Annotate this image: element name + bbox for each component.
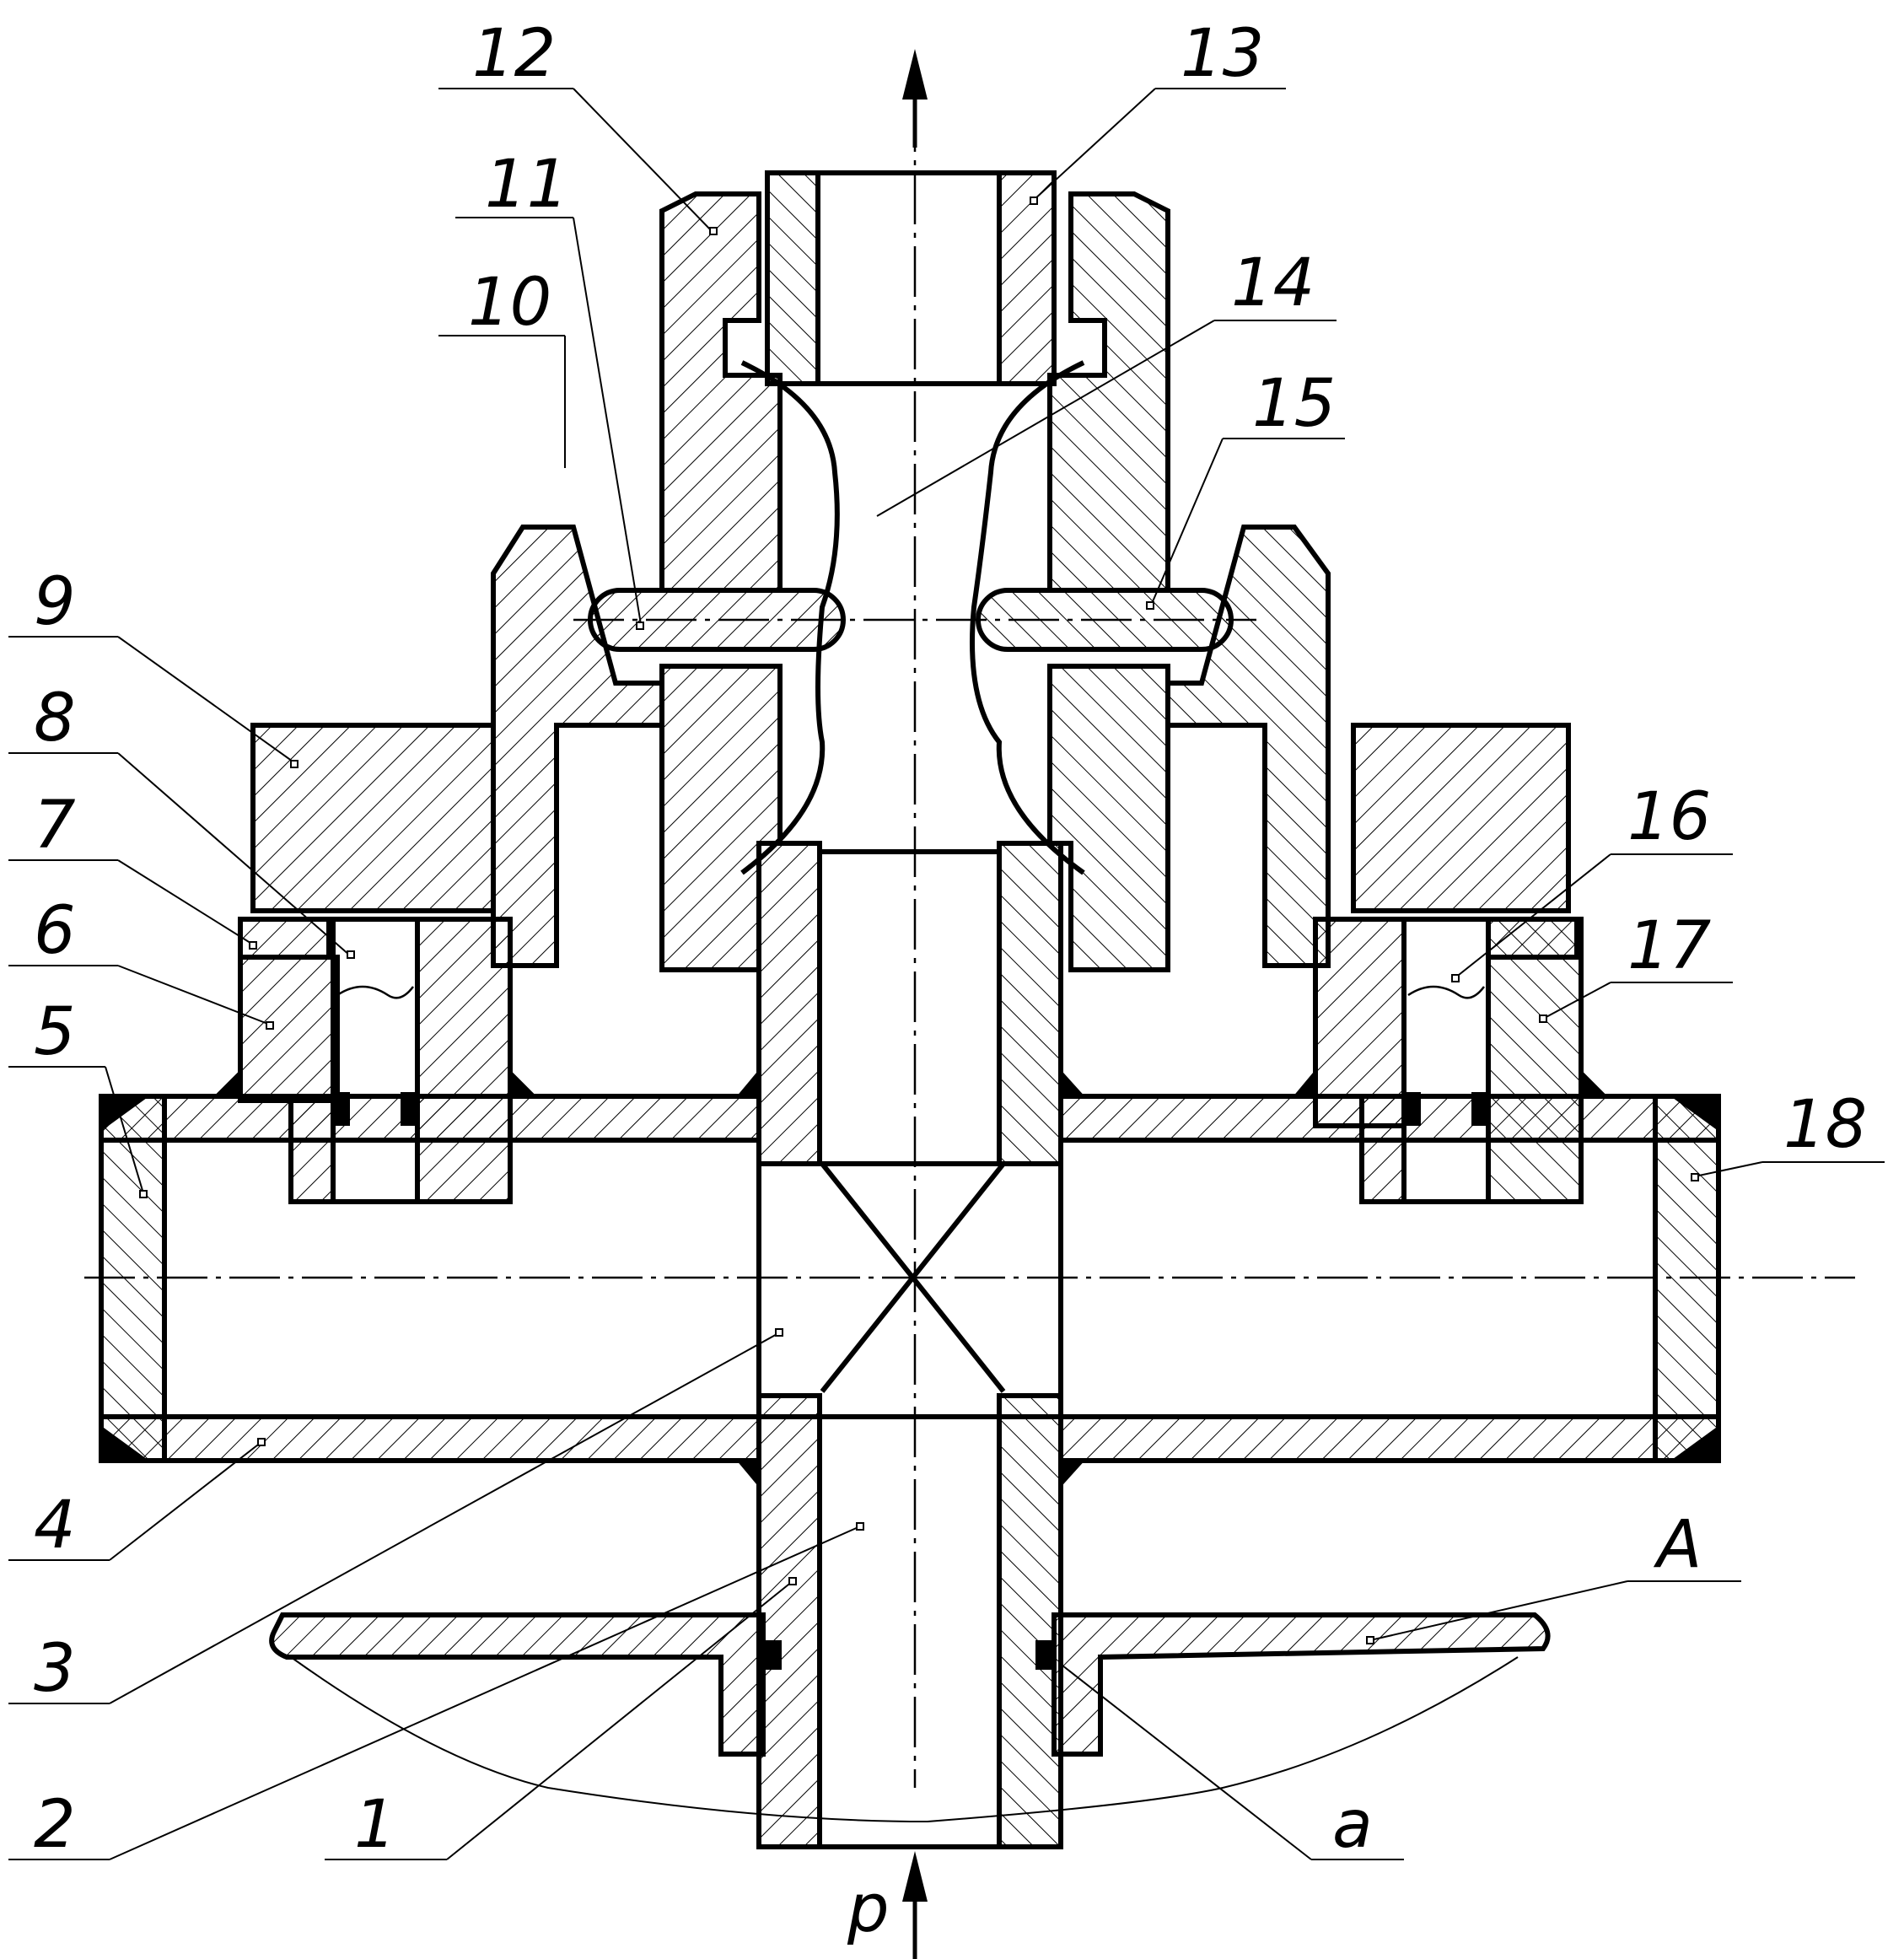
label-5: 5 [34, 994, 76, 1070]
part-labels: 12 13 11 10 14 15 9 8 7 6 5 16 17 18 4 3… [34, 16, 1867, 1947]
label-14: 14 [1231, 245, 1315, 321]
outlet-arrow [902, 49, 928, 148]
valve-left [238, 917, 513, 1204]
label-18: 18 [1783, 1087, 1867, 1163]
leader-lines [8, 88, 1885, 1860]
label-3: 3 [34, 1631, 76, 1707]
label-17: 17 [1627, 908, 1711, 984]
label-15: 15 [1252, 366, 1336, 442]
leader-markers [139, 196, 1699, 1644]
center-lines [84, 101, 1855, 1788]
weight-9-left [250, 723, 496, 913]
end-cap-5 [99, 1094, 167, 1463]
label-p: p [847, 1871, 890, 1947]
label-6: 6 [34, 893, 76, 969]
label-1: 1 [354, 1787, 396, 1863]
flange-A [269, 1612, 1551, 1757]
label-16: 16 [1627, 779, 1711, 855]
inlet-nozzle-2 [756, 1393, 1063, 1849]
label-2: 2 [34, 1787, 76, 1863]
pipe-1 [756, 841, 1063, 1166]
label-12: 12 [472, 16, 556, 92]
housing-10 [491, 525, 1331, 968]
end-cap-18 [1653, 1094, 1721, 1463]
inlet-arrow [902, 1851, 928, 1959]
pin-11 [588, 588, 846, 652]
valve-right [1313, 917, 1584, 1204]
label-8: 8 [34, 681, 76, 756]
label-13: 13 [1181, 16, 1264, 92]
label-11: 11 [485, 147, 568, 223]
label-9: 9 [34, 564, 76, 640]
label-A: A [1653, 1507, 1702, 1583]
label-a: a [1332, 1787, 1373, 1863]
label-7: 7 [34, 788, 76, 864]
top-nut-13 [765, 170, 1057, 386]
pin-15 [976, 588, 1234, 652]
label-10: 10 [468, 265, 551, 341]
welds [212, 1068, 1609, 1488]
cross-body-3 [756, 1161, 1063, 1419]
weight-9-right [1351, 723, 1571, 913]
label-4: 4 [34, 1488, 76, 1563]
